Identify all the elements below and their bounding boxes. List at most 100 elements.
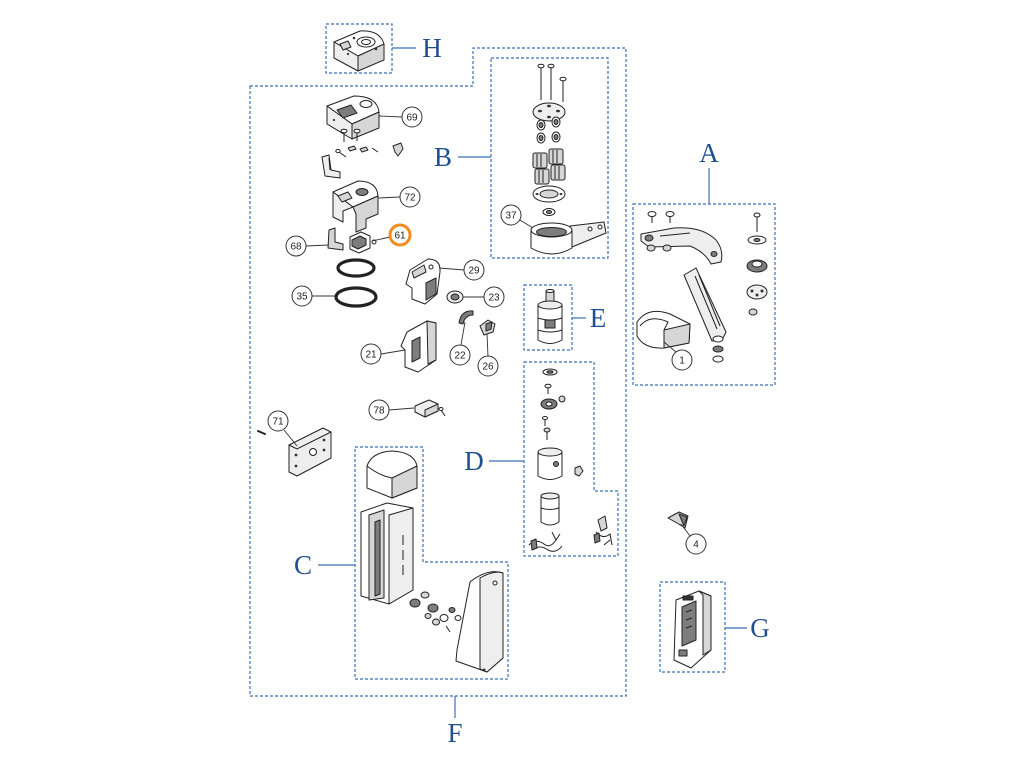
part-b-gear-set-shape	[534, 168, 550, 185]
part-4-clip-shape	[678, 513, 688, 527]
fasteners-set-shape	[353, 128, 361, 134]
part-a-washers-shape	[712, 335, 724, 343]
part-21-mounting-bracket	[400, 320, 437, 373]
part-a-nuts	[646, 244, 672, 252]
callout-number: 72	[404, 193, 416, 204]
callout-68-shape	[305, 244, 330, 247]
section-b-shape	[490, 57, 609, 259]
part-71-mounting-plate-shape	[288, 431, 332, 450]
part-h-top-cover-shape	[346, 52, 350, 56]
part-72-housing-shape	[355, 188, 369, 196]
part-61-switch-block-shape	[351, 235, 367, 250]
callout-29-shape	[438, 267, 465, 271]
callout-69-shape	[401, 106, 423, 128]
part-d-components-shape	[603, 539, 611, 546]
part-c-small-components-shape	[409, 598, 421, 608]
callout-69-shape	[378, 115, 403, 118]
callout-61-highlighted-shape	[388, 223, 412, 247]
callout-26-shape	[486, 333, 489, 357]
part-35-seal-ring-shape	[334, 286, 378, 308]
callout-71-shape	[283, 429, 298, 447]
part-b-bushings-shape	[553, 134, 559, 140]
part-1-bracket-shape	[639, 318, 669, 331]
part-a-screws-shape	[665, 211, 675, 217]
part-23-disc-shape	[450, 293, 460, 301]
callout-number: 37	[505, 211, 517, 222]
part-e-motor-shape	[545, 289, 555, 293]
callout-21: 21	[360, 343, 406, 365]
callout-number: 69	[406, 113, 418, 124]
callout-78: 78	[368, 399, 415, 421]
callout-22-shape	[449, 344, 471, 366]
part-71-mounting-plate-shape	[309, 448, 317, 456]
small-bracket-shape	[328, 157, 331, 171]
fasteners-set-shape	[392, 142, 404, 157]
section-label-h: H	[422, 33, 442, 63]
part-b-gear-set	[532, 148, 566, 185]
part-d-components-shape	[543, 427, 551, 433]
part-d-components-shape	[545, 401, 553, 407]
part-b-washer-shape	[546, 210, 552, 214]
part-b-ring-plate	[532, 185, 566, 203]
part-72-housing-shape	[332, 191, 354, 223]
part-b-bolts	[537, 63, 567, 102]
fasteners-set-shape	[347, 145, 357, 152]
part-b-ring-plate-shape	[539, 189, 559, 199]
part-a-screws	[647, 211, 761, 232]
part-b-gasket-shape	[532, 102, 566, 122]
callout-72-shape	[399, 186, 421, 208]
part-a-drive-hardware-shape	[748, 308, 758, 316]
part-78-bracket-shape	[424, 403, 439, 418]
part-26-block	[479, 319, 496, 336]
part-a-nuts-shape	[662, 244, 672, 252]
part-a-washers	[712, 335, 724, 363]
callout-72-shape	[377, 196, 401, 199]
part-h-top-cover-shape	[374, 47, 378, 51]
callout-26-shape	[477, 355, 499, 377]
section-a-shape	[632, 203, 776, 386]
part-c-small-components-shape	[427, 603, 439, 613]
part-61-switch-block	[349, 231, 377, 254]
part-29-cover	[405, 258, 441, 305]
callout-1-shape	[671, 349, 693, 371]
callout-26: 26	[477, 333, 499, 377]
callout-71: 71	[267, 410, 298, 447]
part-a-slotted-bar-shape	[694, 275, 718, 330]
part-72-housing	[332, 180, 379, 233]
part-a-drive-hardware-shape	[746, 284, 768, 300]
part-a-arm	[640, 227, 723, 265]
part-g-control-board-housing-shape	[685, 609, 693, 613]
section-label-d: D	[464, 446, 484, 476]
callout-4-shape	[685, 533, 707, 555]
callout-21-shape	[380, 349, 406, 355]
fasteners-set	[335, 128, 404, 158]
part-d-components	[528, 368, 613, 552]
part-g-control-board-housing-shape	[682, 595, 694, 601]
part-c-small-components	[409, 591, 462, 633]
part-d-components-shape	[540, 492, 560, 500]
section-label-c: C	[294, 550, 312, 580]
callout-number: 21	[365, 350, 377, 361]
callout-78-shape	[368, 399, 390, 421]
part-69-upper-housing-shape	[332, 118, 336, 122]
part-71-mounting-plate-shape	[322, 438, 326, 442]
callout-37-shape	[519, 219, 534, 229]
part-b-bushings-shape	[538, 135, 544, 141]
callout-number: 29	[468, 266, 480, 277]
part-78-bracket-shape	[440, 409, 446, 417]
part-c-column-housing-shape	[388, 507, 414, 605]
callout-23-shape	[483, 286, 505, 308]
callout-number: 35	[296, 292, 308, 303]
callout-23: 23	[463, 286, 505, 308]
part-a-slotted-bar-shape	[683, 267, 727, 342]
part-29-cover-shape	[428, 264, 434, 270]
part-71-mounting-plate-shape	[294, 464, 298, 468]
part-c-tall-cover-shape	[479, 571, 504, 673]
part-c-small-components-shape	[432, 618, 440, 626]
part-37-ring-gear-arm	[530, 221, 607, 255]
part-a-drive-hardware-shape	[751, 260, 763, 268]
part-a-slotted-bar	[683, 267, 727, 342]
part-a-washers-shape	[712, 355, 724, 363]
part-72-housing-shape	[352, 195, 379, 233]
